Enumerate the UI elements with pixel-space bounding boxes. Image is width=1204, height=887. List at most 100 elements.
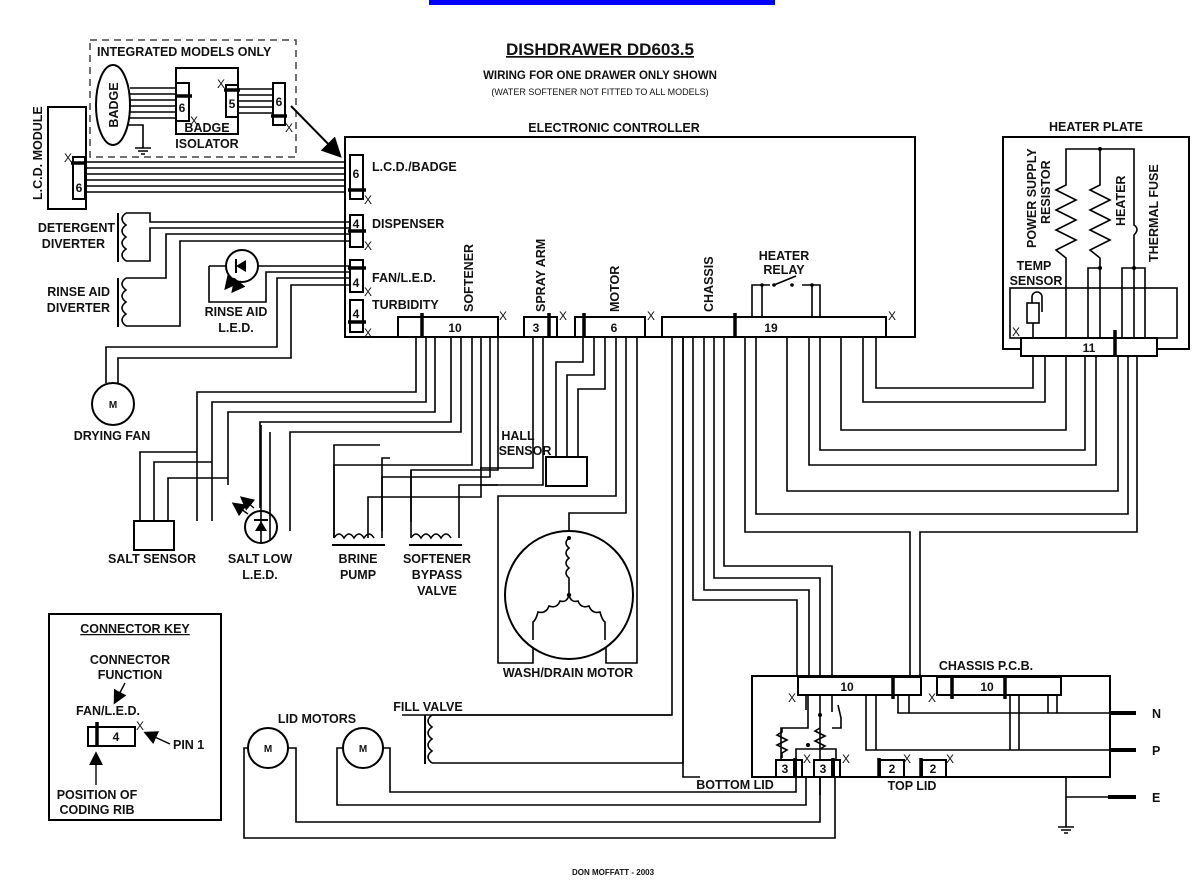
svg-text:X: X [364, 285, 372, 299]
svg-text:SOFTENER: SOFTENER [403, 552, 471, 566]
heater-element-icon [1088, 149, 1112, 268]
connector-turbidity-label: TURBIDITY [372, 298, 439, 312]
temp-sensor-label: SENSOR [1010, 274, 1063, 288]
author-credit: DON MOFFATT - 2003 [572, 868, 655, 877]
svg-text:3: 3 [820, 762, 827, 776]
svg-text:X: X [364, 193, 372, 207]
svg-text:BADGE: BADGE [184, 121, 229, 135]
svg-text:FAN/L.E.D.: FAN/L.E.D. [76, 704, 140, 718]
top-lid-connector-2 [921, 759, 947, 778]
connector-motor-label: MOTOR [608, 266, 622, 312]
connector-lcd-badge: 6 X L.C.D./BADGE [348, 154, 457, 207]
svg-text:BYPASS: BYPASS [412, 568, 462, 582]
earth-ground-icon [1058, 826, 1074, 834]
softener-bypass-valve-label: VALVE [417, 584, 457, 598]
svg-text:X: X [946, 752, 954, 766]
fill-valve: FILL VALVE [393, 337, 684, 764]
electronic-controller: ELECTRONIC CONTROLLER 6 X L.C.D./BADGE 4… [344, 121, 916, 340]
brine-pump: BRINE PUMP [332, 444, 390, 582]
svg-text:6: 6 [611, 321, 618, 335]
integrated-title: INTEGRATED MODELS ONLY [97, 45, 272, 59]
connector-dispenser: 4 X DISPENSER [348, 214, 444, 253]
coil-icon [410, 533, 452, 540]
coil-icon [333, 533, 375, 540]
connector-turbidity: 4 X TURBIDITY [348, 298, 439, 340]
diagram-subtitle: WIRING FOR ONE DRAWER ONLY SHOWN [483, 70, 717, 82]
heater-relay: HEATER RELAY [751, 249, 821, 317]
svg-text:6: 6 [353, 167, 360, 181]
svg-text:TEMP: TEMP [1017, 259, 1052, 273]
hall-sensor-label: SENSOR [499, 444, 552, 458]
svg-text:X: X [190, 114, 198, 128]
svg-text:X: X [842, 752, 850, 766]
svg-text:RINSE AID: RINSE AID [47, 285, 110, 299]
lid-motors: LID MOTORS M M [243, 712, 836, 839]
rinse-aid-diverter: RINSE AID DIVERTER [47, 233, 351, 327]
isolator-label: ISOLATOR [175, 137, 238, 151]
detergent-diverter-label: DIVERTER [42, 237, 105, 251]
svg-text:HEATER: HEATER [759, 249, 809, 263]
svg-text:SALT LOW: SALT LOW [228, 552, 293, 566]
svg-text:X: X [803, 752, 811, 766]
connector-fan-led-label: FAN/L.E.D. [372, 271, 436, 285]
svg-text:2: 2 [930, 762, 937, 776]
rinse-aid-diverter-label: DIVERTER [47, 301, 110, 315]
salt-sensor-label: SALT SENSOR [108, 552, 196, 566]
badge-label: BADGE [107, 82, 121, 127]
connector-lcd-badge-label: L.C.D./BADGE [372, 160, 457, 174]
lcd-module: L.C.D. MODULE 6 X [31, 106, 351, 210]
svg-text:5: 5 [229, 97, 236, 111]
bottom-lid-label: BOTTOM LID [696, 778, 774, 792]
svg-text:RINSE AID: RINSE AID [205, 305, 268, 319]
connector-chassis-label: CHASSIS [702, 256, 716, 312]
badge-symbol [95, 64, 131, 146]
connector-spray-arm: 3 X SPRAY ARM [523, 239, 567, 338]
wash-drain-motor-label: WASH/DRAIN MOTOR [503, 666, 633, 680]
svg-text:X: X [903, 752, 911, 766]
svg-text:X: X [559, 309, 567, 323]
svg-text:FUNCTION: FUNCTION [98, 668, 163, 682]
connector-key-title: CONNECTOR KEY [80, 622, 190, 636]
svg-text:X: X [136, 719, 144, 733]
svg-text:4: 4 [353, 217, 360, 231]
svg-text:X: X [888, 309, 896, 323]
svg-text:X: X [64, 151, 72, 165]
top-accent-bar [429, 0, 775, 5]
svg-text:4: 4 [353, 307, 360, 321]
connector-key: CONNECTOR KEY CONNECTOR FUNCTION FAN/L.E… [48, 613, 222, 821]
svg-text:E: E [1152, 791, 1160, 805]
svg-text:6: 6 [179, 101, 186, 115]
relay-switch-icon [773, 275, 797, 286]
connector-motor: 6 X MOTOR [574, 266, 655, 338]
coil-icon [427, 714, 434, 764]
wash-drain-motor: WASH/DRAIN MOTOR [497, 337, 638, 680]
svg-text:X: X [1012, 325, 1020, 339]
chassis-pcb-title: CHASSIS P.C.B. [939, 659, 1033, 673]
ground-icon [135, 147, 151, 155]
key-connector-example [87, 726, 136, 747]
svg-text:11: 11 [1083, 341, 1096, 355]
svg-text:X: X [285, 121, 293, 135]
fill-valve-label: FILL VALVE [393, 700, 462, 714]
svg-text:X: X [499, 309, 507, 323]
isolator-input-connector [175, 82, 190, 122]
diagram-note: (WATER SOFTENER NOT FITTED TO ALL MODELS… [491, 87, 708, 97]
salt-low-led: SALT LOW L.E.D. [228, 425, 293, 582]
rinse-aid-led: RINSE AID L.E.D. [205, 249, 351, 335]
coil-icon [121, 277, 128, 327]
svg-text:19: 19 [764, 321, 778, 335]
salt-sensor-box [133, 520, 175, 551]
svg-text:P: P [1152, 744, 1160, 758]
lcd-module-connector [72, 156, 86, 200]
svg-text:M: M [264, 744, 272, 755]
svg-text:CONNECTOR: CONNECTOR [90, 653, 170, 667]
svg-text:10: 10 [980, 680, 994, 694]
svg-text:10: 10 [448, 321, 462, 335]
thermal-fuse-label: THERMAL FUSE [1147, 164, 1161, 262]
integrated-models-group: INTEGRATED MODELS ONLY BADGE 6 X BADGE I… [89, 39, 342, 158]
connector-spray-arm-label: SPRAY ARM [534, 239, 548, 312]
fan-motor-icon [91, 382, 135, 426]
lcd-module-label: L.C.D. MODULE [31, 106, 45, 200]
power-supply-resistor-label: RESISTOR [1039, 160, 1053, 224]
